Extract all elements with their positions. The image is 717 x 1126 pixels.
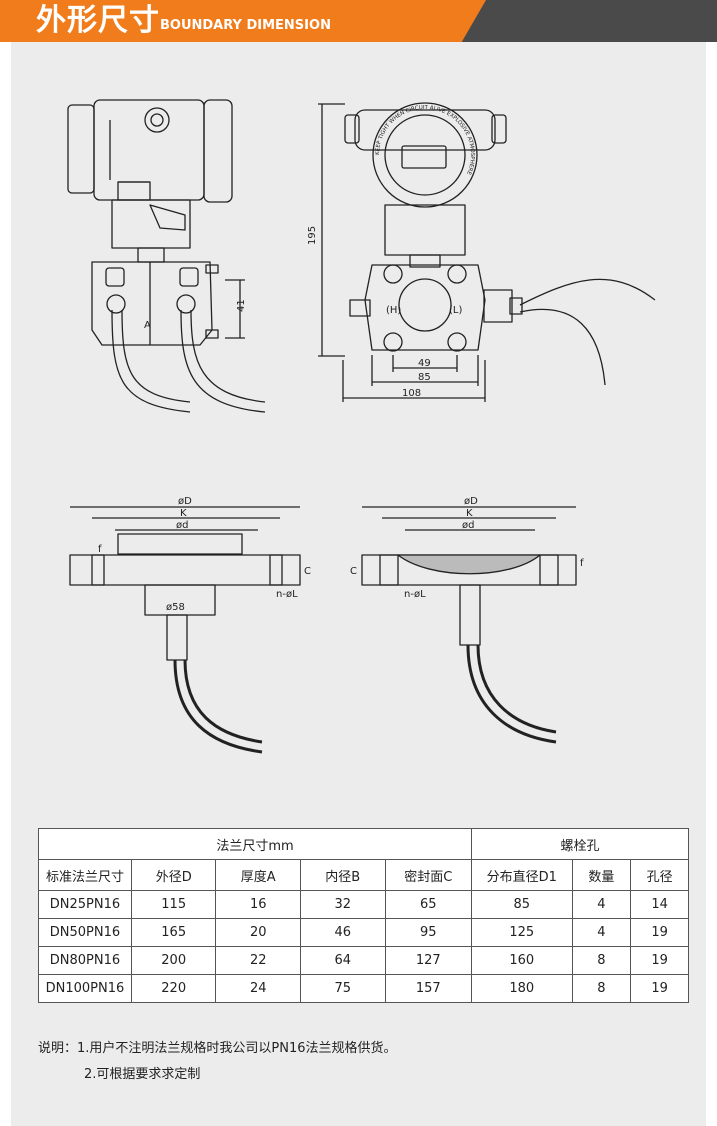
table-cell: 165 [130, 918, 217, 947]
flange-f-label: f [98, 544, 102, 555]
dim-195-label: 195 [307, 226, 318, 245]
table-cell: 16 [215, 890, 301, 919]
table-cell: 220 [130, 974, 217, 1003]
page-title: 外形尺寸 [36, 3, 160, 38]
col-header: 外径D [130, 859, 217, 891]
flange2-d-label: ød [462, 520, 474, 531]
dim-41-label: 41 [236, 299, 247, 312]
table-cell: 19 [630, 974, 689, 1003]
note-line-1: 说明：1.用户不注明法兰规格时我公司以PN16法兰规格供货。 [38, 1041, 397, 1056]
flange-58-label: ø58 [166, 602, 185, 613]
table-cell: 14 [630, 890, 689, 919]
table-cell: DN100PN16 [38, 974, 132, 1003]
port-label-h: (H) [386, 305, 401, 316]
table-row: DN25PN16 115 16 32 65 85 4 14 [38, 890, 689, 919]
table-cell: 22 [215, 946, 301, 975]
col-header: 厚度A [215, 859, 301, 891]
port-label-l: (L) [449, 305, 462, 316]
table-cell: DN50PN16 [38, 918, 132, 947]
table-cell: 160 [471, 946, 573, 975]
table-row: DN100PN16 220 24 75 157 180 8 19 [38, 974, 689, 1003]
flange-drawing-right [361, 506, 577, 744]
table-cell: 4 [571, 890, 632, 919]
table-cell: 32 [300, 890, 386, 919]
flange2-k-label: K [466, 508, 473, 519]
dim-108-label: 108 [402, 388, 421, 399]
table-cell: 125 [471, 918, 573, 947]
flange-c-label: C [304, 566, 311, 577]
table-cell: 4 [571, 918, 632, 947]
notes-block: 说明：1.用户不注明法兰规格时我公司以PN16法兰规格供货。 2.可根据要求求定… [38, 1036, 397, 1088]
col-header: 内径B [300, 859, 386, 891]
table-cell: 85 [471, 890, 573, 919]
flange-k-label: K [180, 508, 187, 519]
table-cell: 24 [215, 974, 301, 1003]
table-cell: 95 [384, 918, 473, 947]
side-view-drawing [67, 99, 266, 413]
group-header-bolt: 螺栓孔 [471, 828, 689, 860]
col-header: 孔径 [630, 859, 689, 891]
header-bar: 外形尺寸 BOUNDARY DIMENSION [0, 0, 717, 42]
front-view-drawing [318, 102, 656, 402]
side-label-a: A [144, 320, 151, 331]
col-header: 标准法兰尺寸 [38, 859, 132, 891]
note-line-2: 2.可根据要求求定制 [84, 1067, 201, 1082]
table-cell: 19 [630, 946, 689, 975]
table-cell: 127 [384, 946, 473, 975]
col-header: 分布直径D1 [471, 859, 573, 891]
dim-49-label: 49 [418, 358, 431, 369]
col-header: 数量 [571, 859, 632, 891]
group-header-flange: 法兰尺寸mm [37, 828, 473, 860]
table-row: DN80PN16 200 22 64 127 160 8 19 [38, 946, 689, 975]
table-cell: DN25PN16 [38, 890, 132, 919]
flange-drawing-left [69, 506, 301, 754]
technical-drawings: A 41 195 49 85 108 (H) (L) øD K ød f C n… [67, 99, 656, 754]
table-cell: 64 [300, 946, 386, 975]
table-cell: 115 [130, 890, 217, 919]
table-cell: DN80PN16 [38, 946, 132, 975]
table-cell: 8 [571, 974, 632, 1003]
page-subtitle: BOUNDARY DIMENSION [160, 18, 331, 33]
flange-spec-table: 法兰尺寸mm 螺栓孔 标准法兰尺寸 外径D 厚度A 内径B 密封面C 分布直径D… [37, 828, 689, 1003]
table-cell: 8 [571, 946, 632, 975]
col-header: 密封面C [384, 859, 473, 891]
flange2-c-label: C [350, 566, 357, 577]
table-cell: 75 [300, 974, 386, 1003]
table-cell: 180 [471, 974, 573, 1003]
flange2-od-label: øD [464, 496, 478, 507]
header-accent [0, 0, 486, 42]
dim-85-label: 85 [418, 372, 431, 383]
flange-od-label: øD [178, 496, 192, 507]
table-cell: 19 [630, 918, 689, 947]
flange2-f-label: f [580, 558, 584, 569]
table-cell: 157 [384, 974, 473, 1003]
flange-bolt-label: n-øL [276, 589, 298, 600]
table-cell: 200 [130, 946, 217, 975]
table-row: DN50PN16 165 20 46 95 125 4 19 [38, 918, 689, 947]
table-cell: 46 [300, 918, 386, 947]
flange-d-label: ød [176, 520, 188, 531]
table-cell: 20 [215, 918, 301, 947]
table-cell: 65 [384, 890, 473, 919]
flange2-bolt-label: n-øL [404, 589, 426, 600]
